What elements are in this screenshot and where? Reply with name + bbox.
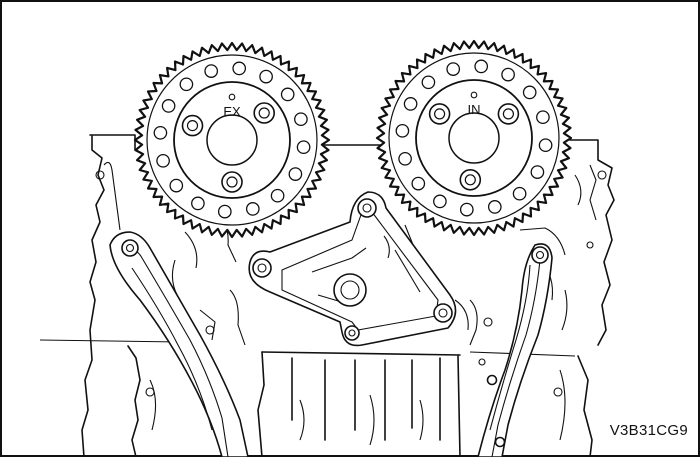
sprocket-bolt	[221, 171, 243, 193]
sprocket-hole	[161, 99, 176, 113]
sprocket-hole	[501, 67, 515, 82]
sprocket-hole	[179, 77, 194, 92]
sprocket-hole	[522, 85, 537, 100]
exhaust-label: EX	[223, 104, 241, 119]
sprocket-hole	[411, 176, 426, 191]
exhaust-cam-sprocket	[133, 41, 331, 239]
sprocket-hole	[296, 140, 311, 155]
camshaft-bore	[448, 112, 500, 164]
sprocket-hole	[512, 186, 527, 201]
sprocket-bolt	[181, 114, 204, 137]
sprocket-hole	[156, 153, 170, 168]
sprocket-bolt-head	[464, 174, 476, 186]
sprocket-hole	[153, 125, 168, 140]
sprocket-hole	[191, 196, 205, 211]
sprocket-rim	[388, 52, 560, 224]
sprocket-hole	[538, 138, 553, 153]
center-bracket	[248, 191, 457, 347]
sprocket-bolt	[497, 103, 520, 125]
camshaft-bore	[206, 114, 258, 166]
sprocket-hole	[433, 194, 447, 209]
engine-block	[127, 345, 593, 457]
intake-timing-mark	[470, 91, 478, 99]
sprocket-hole	[474, 59, 489, 74]
sprocket-bolt-head	[186, 119, 199, 132]
sprocket-hole	[280, 87, 295, 102]
sprocket-hole	[270, 188, 285, 203]
sprocket-bolt-head	[226, 176, 238, 188]
sprocket-hole	[459, 202, 474, 217]
sprocket-hole	[530, 165, 545, 179]
exhaust-timing-mark	[228, 93, 236, 101]
sprocket-hole	[217, 204, 232, 219]
sprocket-bolt-head	[502, 108, 514, 120]
sprocket-hole	[487, 200, 502, 214]
sprocket-bolt-head	[434, 108, 446, 120]
sprocket-bolt	[253, 102, 276, 124]
intake-label: IN	[468, 102, 481, 117]
sprocket-bolt	[428, 103, 451, 125]
sprocket-hole	[421, 75, 436, 90]
sprocket-hole	[398, 151, 412, 166]
sprocket-hole	[446, 62, 461, 76]
sprocket-hole	[294, 112, 308, 127]
figure-id: V3B31CG9	[609, 422, 688, 439]
sprocket-hole	[259, 69, 273, 84]
sprocket-hole	[245, 202, 260, 216]
sprocket-hole	[403, 97, 418, 111]
sprocket-hole	[169, 178, 184, 193]
sprocket-bolt-head	[258, 107, 270, 119]
left-chain-guide	[109, 231, 249, 457]
sprocket-rim	[146, 54, 318, 226]
sprocket-hole	[288, 167, 303, 181]
right-chain-guide	[469, 243, 553, 457]
sprocket-hole	[536, 110, 550, 125]
sprocket-bolt	[459, 169, 482, 191]
sprocket-hole	[395, 123, 410, 138]
sprocket-hole	[232, 61, 247, 76]
intake-cam-sprocket	[375, 39, 573, 237]
sprocket-hole	[204, 64, 219, 78]
